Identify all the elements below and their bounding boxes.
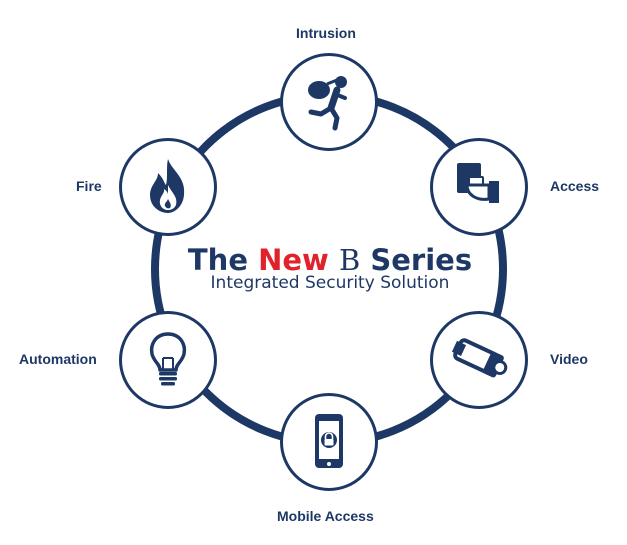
- title-b-letter: B: [338, 243, 361, 277]
- smartphone-lock-icon: [315, 414, 343, 468]
- intruder-running-icon: [308, 76, 347, 131]
- title-accent: New: [258, 243, 329, 277]
- fire-node: [119, 138, 217, 236]
- automation-node: [119, 311, 217, 409]
- flame-icon: [150, 159, 185, 213]
- lightbulb-icon: [149, 332, 187, 386]
- fire-label: Fire: [76, 178, 102, 194]
- title-prefix: The: [187, 243, 248, 277]
- automation-label: Automation: [19, 351, 97, 367]
- access-node: [430, 138, 528, 236]
- diagram-subtitle: Integrated Security Solution: [210, 273, 450, 293]
- title-suffix: Series: [370, 243, 473, 277]
- intrusion-label: Intrusion: [296, 25, 356, 41]
- mobile-access-label: Mobile Access: [277, 508, 374, 524]
- video-label: Video: [550, 351, 588, 367]
- intrusion-node: [280, 53, 378, 151]
- video-node: [430, 311, 528, 409]
- diagram-title: The New B Series: [150, 243, 510, 277]
- mobile-access-node: [280, 393, 378, 491]
- access-card-reader-icon: [457, 163, 499, 203]
- security-camera-icon: [451, 338, 508, 378]
- access-label: Access: [550, 178, 600, 194]
